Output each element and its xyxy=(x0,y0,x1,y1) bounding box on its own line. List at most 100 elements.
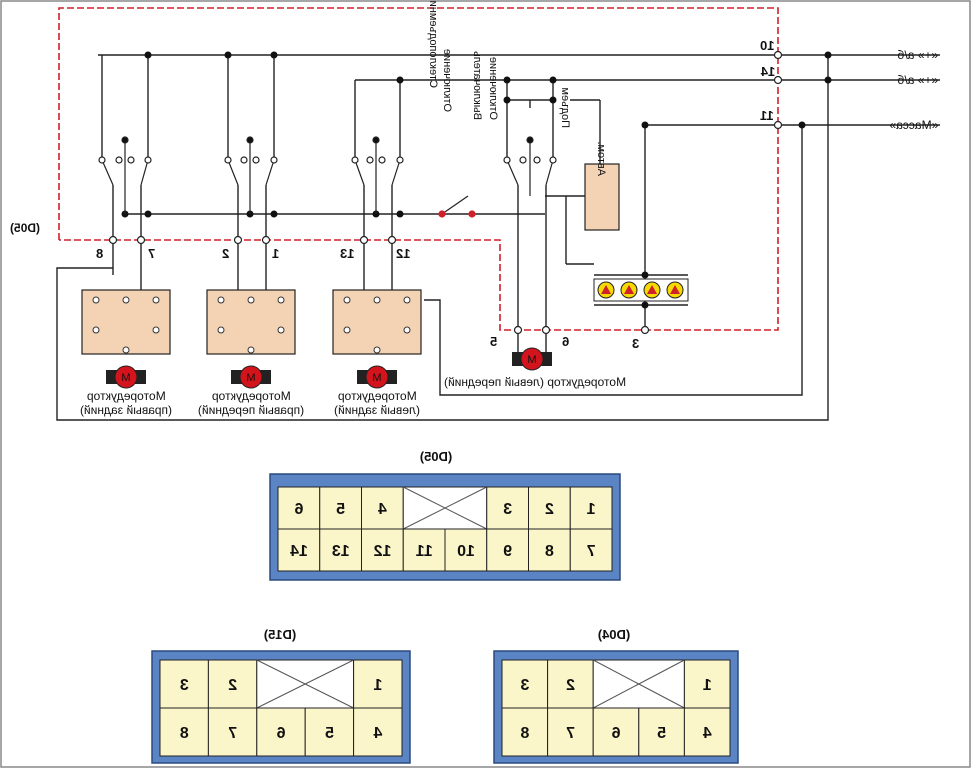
connector-pin-number: 6 xyxy=(612,725,621,742)
supply-mid-label: «+» а/б xyxy=(897,73,938,87)
motor-rear-right: M xyxy=(106,365,146,389)
connector-cell xyxy=(353,659,403,709)
connector-cell xyxy=(547,707,594,757)
motor-letter: M xyxy=(246,372,255,384)
connector-cell xyxy=(256,707,306,757)
connector-cell xyxy=(277,486,321,530)
connector-pin-number: 1 xyxy=(373,677,382,694)
connector-cell xyxy=(319,528,362,572)
connector-pin-number: 6 xyxy=(294,501,303,518)
connector-pin-number: 3 xyxy=(520,677,529,694)
connector-d05-title: (D05) xyxy=(420,449,453,464)
connector-cell xyxy=(547,659,594,709)
motor-rf-subtitle: (правый передний) xyxy=(198,403,304,417)
connector-cell xyxy=(569,486,613,530)
connector-pin-number: 14 xyxy=(290,543,308,560)
connector-pin-number: 9 xyxy=(503,543,512,560)
connector-d04-title: (D04) xyxy=(598,627,631,642)
switch-shutdown-label: Выключатель xyxy=(471,51,483,120)
connector-cell xyxy=(569,528,613,572)
motor-front-right: M xyxy=(231,365,271,389)
connector-cell xyxy=(207,707,258,757)
ground-label: «Масса» xyxy=(889,118,938,132)
connector-pin-number: 11 xyxy=(416,543,433,560)
motor-lr-title: Моторедуктор xyxy=(338,389,417,403)
connector-cell xyxy=(501,707,549,757)
connector-cell xyxy=(528,528,571,572)
pin-label-6: 6 xyxy=(562,334,569,349)
auto-relay-box xyxy=(584,163,620,231)
switch-front-right xyxy=(224,136,278,214)
connector-pin-number: 10 xyxy=(457,543,475,560)
pin-label-10: 10 xyxy=(760,38,774,53)
lift-label: Подъем xyxy=(559,87,571,128)
connector-pin-number: 8 xyxy=(180,725,189,742)
motor-rr-title: Моторедуктор xyxy=(87,389,166,403)
connector-pin-number: 12 xyxy=(373,543,391,560)
connector-cell xyxy=(159,659,209,709)
connector-pin-number: 5 xyxy=(336,501,345,518)
connector-cell xyxy=(319,486,362,530)
connector-pin-number: 7 xyxy=(566,725,575,742)
connector-cell xyxy=(638,707,685,757)
connector-pin-number: 1 xyxy=(703,677,712,694)
shutdown-switch xyxy=(438,195,476,218)
motor-rear-left: M xyxy=(357,365,397,389)
switch-rear-left xyxy=(351,136,404,214)
blank-cavity-cross xyxy=(592,659,685,709)
connector-cell xyxy=(486,528,529,572)
lamp xyxy=(666,281,684,299)
connector-cell xyxy=(402,528,446,572)
motor-rf-title: Моторедуктор xyxy=(212,389,291,403)
switch-trunk-label: Стеклоподъемников xyxy=(427,0,439,88)
lamp xyxy=(597,281,615,299)
connector-d15-title: (D15) xyxy=(264,627,297,642)
motor-lr-subtitle: (левый задний) xyxy=(334,403,420,417)
mirrored-labels: «+» а/б «+» а/б «Масса» (D05) 10 14 11 8… xyxy=(10,38,938,417)
connector-cell xyxy=(353,707,403,757)
indicator-lamps xyxy=(593,278,689,302)
connector-d05-side-label: (D05) xyxy=(10,221,40,235)
connector-cell xyxy=(592,707,640,757)
connector-cell xyxy=(486,486,529,530)
connector-pin-number: 4 xyxy=(703,725,712,742)
pin-label-7: 7 xyxy=(148,246,155,261)
motor-letter: M xyxy=(121,372,130,384)
motor-rr-subtitle: (правый задний) xyxy=(80,403,172,417)
connector-pin-number: 7 xyxy=(587,543,596,560)
supply-top-label: «+» а/б xyxy=(897,48,938,62)
connector-pin-number: 3 xyxy=(503,501,512,518)
connector-pin-number: 8 xyxy=(545,543,554,560)
connector-pin-number: 2 xyxy=(228,677,237,694)
auto-label: Автом. xyxy=(595,141,607,176)
motor-letter: M xyxy=(527,354,536,366)
switch-trunk-label-2: Отключение xyxy=(441,49,453,112)
pin-label-13: 13 xyxy=(340,246,354,261)
connector-cell xyxy=(528,486,571,530)
red-boundary xyxy=(58,7,779,331)
pin-label-2: 2 xyxy=(222,246,229,261)
rotated-labels: Стеклоподъемников Отключение Выключатель… xyxy=(427,0,607,176)
connector-pin-number: 5 xyxy=(657,725,666,742)
motor-letter: M xyxy=(372,372,381,384)
connector-cell xyxy=(304,707,355,757)
connector-pin-number: 7 xyxy=(228,725,237,742)
connector-cell xyxy=(444,528,488,572)
connector-pin-number: 3 xyxy=(180,677,189,694)
blank-cavity-cross xyxy=(403,486,487,530)
wires xyxy=(56,54,940,421)
connector-pin-number: 13 xyxy=(332,543,350,560)
connector-pin-number: 2 xyxy=(566,677,575,694)
connector-pin-number: 4 xyxy=(378,501,387,518)
pin-label-5: 5 xyxy=(490,334,497,349)
blank-cavity-cross xyxy=(256,659,354,709)
pin-label-8: 8 xyxy=(96,246,103,261)
pin-label-3: 3 xyxy=(632,336,639,351)
window-switches xyxy=(98,136,557,218)
connector-pin-number: 6 xyxy=(277,725,286,742)
